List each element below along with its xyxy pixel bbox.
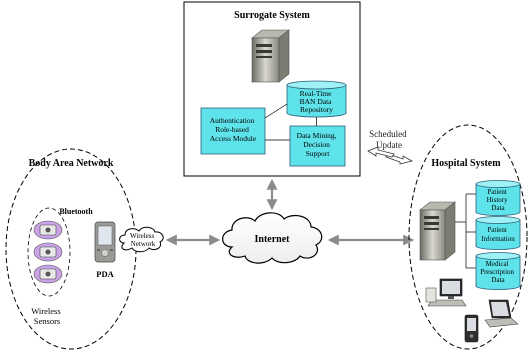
surrogate-system-box: Surrogate System Real-Time BAN Data Repo… (183, 1, 361, 177)
scheduled-line-1: Scheduled (369, 129, 407, 139)
hospital-server-icon (419, 201, 456, 261)
hospital-system-boundary (408, 124, 528, 350)
mining-line-1: Data Mining, (297, 131, 337, 140)
svg-text:Real-Time BAN Data: Real-Time BAN Data Repository (300, 89, 334, 114)
svg-text:Wireless Sensors: Wireless Sensors (31, 306, 63, 326)
authentication-module-box: Authentication Role-based Access Module (200, 107, 266, 155)
sensor-2-icon (33, 242, 63, 262)
laptop-icon (484, 299, 519, 328)
sensor-cluster-boundary (27, 207, 71, 297)
desktop-computer-icon (425, 278, 467, 307)
patient-history-line-3: Data (491, 204, 505, 212)
bluetooth-label: Bluetooth (59, 207, 93, 216)
wireless-network-cloud-icon (119, 226, 164, 253)
data-mining-box: Data Mining, Decision Support (289, 125, 346, 167)
svg-text:Patient History: Patient History Data (487, 188, 510, 212)
auth-line-2: Role-based (215, 125, 249, 134)
svg-text:Authentication Role-ba: Authentication Role-based Access Module (210, 116, 257, 143)
prescription-line-3: Data (491, 276, 505, 284)
body-area-network-group: Body Area Network Bluetooth Wireless Sen… (5, 148, 164, 350)
pda-label: PDA (96, 269, 114, 279)
handheld-device-icon (464, 314, 479, 343)
bann-data-repository-cylinder: Real-Time BAN Data Repository (286, 80, 347, 118)
mining-line-2: Decision (303, 140, 330, 149)
patient-information-db-cylinder: Patient Information (475, 216, 521, 250)
svg-text:Wireless Network: Wireless Network (130, 232, 156, 248)
wireless-network-line-2: Network (131, 240, 156, 248)
auth-line-3: Access Module (210, 134, 257, 143)
svg-text:Data Mining, Decision: Data Mining, Decision Support (297, 131, 339, 158)
auth-to-repository-line (264, 103, 288, 119)
patient-history-line-1: Patient (487, 188, 506, 196)
patient-info-line-1: Patient (487, 226, 506, 234)
surrogate-server-icon (251, 29, 290, 83)
svg-text:Scheduled Update: Scheduled Update (369, 129, 409, 150)
prescription-line-2: Prescription (480, 268, 514, 276)
sensors-label-line-1: Wireless (31, 306, 60, 316)
sensor-3-icon (33, 264, 63, 284)
internet-cloud-icon (222, 212, 323, 264)
surrogate-system-title: Surrogate System (234, 10, 310, 21)
patient-history-line-2: History (487, 196, 509, 204)
svg-text:Patient Information: Patient Information (481, 226, 515, 243)
medical-prescription-db-cylinder: Medical Prescription Data (475, 252, 521, 290)
prescription-line-1: Medical (486, 260, 509, 268)
ban-title: Body Area Network (29, 158, 114, 169)
hospital-system-group: Hospital System Patient Histo (408, 124, 528, 350)
patient-info-line-2: Information (481, 235, 515, 243)
patient-history-db-cylinder: Patient History Data (475, 180, 521, 216)
hospital-db-connectors (455, 193, 476, 269)
auth-line-1: Authentication (210, 116, 255, 125)
wireless-network-line-1: Wireless (130, 232, 154, 240)
hospital-system-title: Hospital System (431, 158, 501, 169)
repository-line-2: BAN Data (300, 97, 333, 106)
mining-line-3: Support (306, 149, 331, 158)
repository-line-3: Repository (300, 105, 333, 114)
scheduled-update-arrows-icon (367, 146, 414, 165)
internet-label: Internet (255, 234, 291, 245)
sensor-1-icon (33, 220, 63, 240)
sensors-label-line-2: Sensors (34, 316, 60, 326)
scheduled-update: Scheduled Update (367, 129, 414, 165)
repository-line-1: Real-Time (300, 89, 332, 98)
pda-icon (94, 221, 116, 263)
scheduled-line-2: Update (376, 140, 402, 150)
body-area-network-boundary (5, 148, 137, 350)
svg-text:Medical Prescription: Medical Prescription Data (480, 260, 516, 284)
